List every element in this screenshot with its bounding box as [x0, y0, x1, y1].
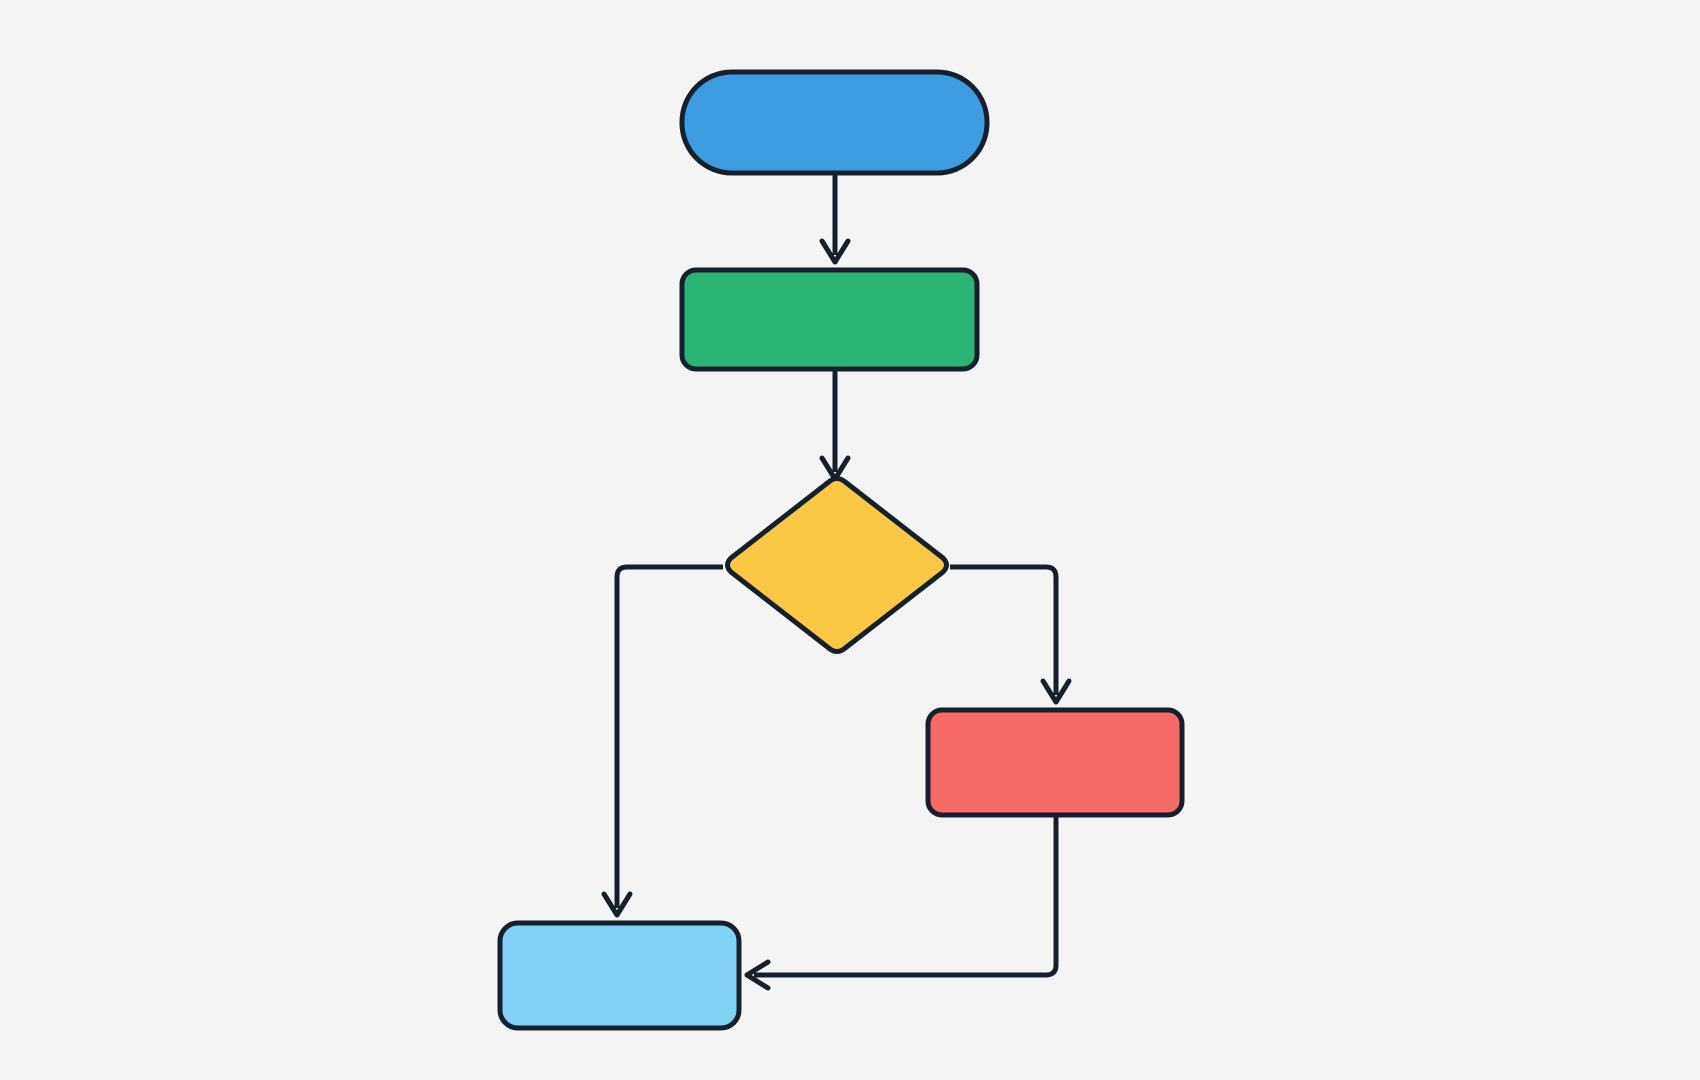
- edge-decision-to-end-arrowhead: [601, 891, 633, 918]
- edge-decision-to-branch-right-line: [950, 564, 1059, 695]
- start-node[interactable]: [679, 69, 990, 176]
- edge-branch-right-to-end-arrowhead: [744, 959, 771, 991]
- end-node-shape[interactable]: [497, 920, 742, 1031]
- branch-right-node[interactable]: [925, 707, 1185, 818]
- edge-decision-to-end-line: [614, 564, 723, 908]
- node-layer: [497, 69, 1185, 1031]
- decision-node-shape[interactable]: [725, 476, 949, 654]
- process-node-shape[interactable]: [679, 267, 980, 372]
- edge-branch-right-to-end-line: [754, 815, 1059, 978]
- edge-start-to-process: [819, 173, 851, 265]
- branch-right-node-shape[interactable]: [925, 707, 1185, 818]
- edge-decision-to-branch-right: [950, 564, 1072, 705]
- edge-decision-to-branch-right-arrowhead: [1040, 678, 1072, 705]
- edge-layer: [601, 173, 1072, 991]
- process-node[interactable]: [679, 267, 980, 372]
- edge-decision-to-end: [601, 564, 723, 918]
- start-node-shape[interactable]: [679, 69, 990, 176]
- edge-start-to-process-arrowhead: [819, 238, 851, 265]
- end-node[interactable]: [497, 920, 742, 1031]
- edge-process-to-decision: [819, 369, 851, 482]
- edge-branch-right-to-end: [744, 815, 1059, 991]
- decision-node[interactable]: [725, 476, 949, 654]
